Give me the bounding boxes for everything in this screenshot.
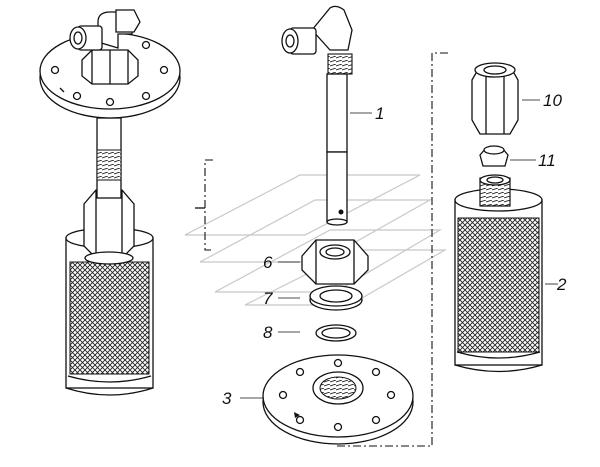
- watermark-logo: [184, 174, 448, 306]
- part-3-flange: [262, 354, 414, 445]
- part-7-washer: [309, 285, 363, 311]
- callout-2: 2: [556, 275, 567, 294]
- callout-1: 1: [375, 104, 384, 123]
- callout-8: 8: [263, 323, 273, 342]
- assembled-filter-unit: [39, 9, 181, 396]
- part-6-hex-nut: [301, 239, 369, 285]
- callout-7: 7: [263, 289, 273, 308]
- part-1-tube-assembly: [281, 5, 353, 226]
- part-8-o-ring: [315, 324, 357, 342]
- leader-lines: [240, 99, 558, 399]
- part-10-cap-nut: [471, 62, 519, 135]
- group-bracket: [334, 52, 448, 447]
- part-11-ferrule: [479, 145, 509, 167]
- tube-bracket: [195, 159, 213, 251]
- part-2-filter-element: [454, 174, 543, 373]
- callout-11: 11: [538, 151, 556, 170]
- callout-6: 6: [263, 253, 273, 272]
- callout-10: 10: [543, 91, 562, 110]
- callout-3: 3: [222, 389, 232, 408]
- assembled-filter-mesh: [69, 261, 150, 375]
